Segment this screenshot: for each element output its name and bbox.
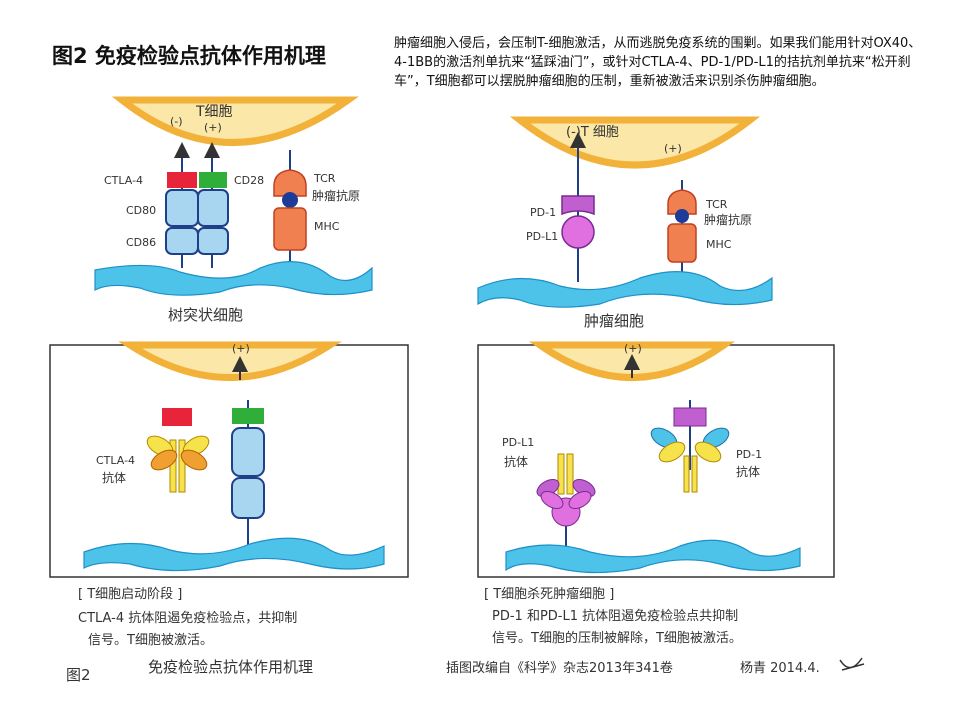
ctla4-receptor <box>167 172 197 188</box>
caption-left-line1: CTLA-4 抗体阻遏免疫检验点，共抑制 <box>78 610 297 626</box>
ctla4-label: CTLA-4 <box>104 174 143 187</box>
antibody-left-label: 抗体 <box>504 454 528 469</box>
mhc-label: MHC <box>314 220 340 233</box>
tumor-antigen-label: 肿瘤抗原 <box>704 212 752 227</box>
footer-figure-label: 图2 <box>66 666 91 684</box>
pdl1-ligand <box>561 215 595 249</box>
antibody-label: 抗体 <box>102 470 126 485</box>
tcr-receptor <box>667 189 697 215</box>
membrane <box>505 539 801 574</box>
footer-figure-title: 免疫检验点抗体作用机理 <box>148 658 313 676</box>
dendritic-cell-membrane <box>94 261 373 296</box>
cd86-label: CD86 <box>126 236 156 249</box>
antibody-right-label: 抗体 <box>736 464 760 479</box>
panel-ctla4-antibody: (+) CTLA-4 抗体 <box>49 341 409 578</box>
membrane <box>83 537 385 572</box>
cd80-ligand <box>231 427 265 477</box>
cd28-label: CD28 <box>234 174 264 187</box>
mhc-molecule <box>273 207 307 251</box>
tumor-antigen <box>282 192 298 208</box>
caption-left-line2: 信号。T细胞被激活。 <box>88 633 213 648</box>
cd80-ligand <box>165 189 199 227</box>
pd1-receptor <box>561 195 595 216</box>
t-cell-body <box>118 341 342 381</box>
cd80-ligand-right <box>197 189 229 227</box>
signature-flourish <box>839 657 865 671</box>
footer-source: 插图改编自《科学》杂志2013年341卷 <box>446 660 673 676</box>
plus-signal-label: (+) <box>204 121 222 134</box>
tumor-cell-label: 肿瘤细胞 <box>584 312 644 330</box>
panel-dendritic: T细胞 (-) (+) CTLA-4 CD28 CD80 CD86 TCR 肿瘤… <box>94 96 373 324</box>
pdl1-antibody-label: PD-L1 <box>502 436 534 449</box>
t-cell-body <box>509 116 761 169</box>
tcr-label: TCR <box>313 172 336 185</box>
page-title: 图2 免疫检验点抗体作用机理 <box>52 44 326 68</box>
cd28-receptor <box>232 408 264 424</box>
cd80-label: CD80 <box>126 204 156 217</box>
caption-right-line1: PD-1 和PD-L1 抗体阻遏免疫检验点共抑制 <box>492 608 738 624</box>
cd86-ligand <box>165 227 199 255</box>
tcr-label: TCR <box>705 198 728 211</box>
ctla4-antibody-label: CTLA-4 <box>96 454 135 467</box>
footer-signature: 杨青 2014.4. <box>740 661 820 676</box>
t-cell-body <box>111 96 359 146</box>
pdl1-antibody <box>536 453 596 510</box>
pd1-label: PD-1 <box>530 206 556 219</box>
t-cell-label: T细胞 <box>195 104 233 120</box>
ctla4-antibody <box>146 435 210 493</box>
tumor-cell-membrane <box>477 271 773 308</box>
intro-paragraph: 肿瘤细胞入侵后，会压制T-细胞激活，从而逃脱免疫系统的围剿。如果我们能用针对OX… <box>394 36 922 89</box>
cd86-ligand-right <box>197 227 229 255</box>
t-cell-label: (-)T 细胞 <box>566 125 619 140</box>
ctla4-receptor <box>162 408 192 426</box>
caption-right-line2: 信号。T细胞的压制被解除，T细胞被激活。 <box>492 630 742 646</box>
plus-signal-label: (+) <box>232 342 250 355</box>
mhc-label: MHC <box>706 238 732 251</box>
dendritic-cell-label: 树突状细胞 <box>168 306 243 324</box>
cd28-receptor <box>199 172 227 188</box>
pdl1-label: PD-L1 <box>526 230 558 243</box>
minus-signal-label: (-) <box>170 115 183 128</box>
caption-left-stage: [ T细胞启动阶段 ] <box>78 587 182 602</box>
tumor-antigen-label: 肿瘤抗原 <box>312 188 360 203</box>
panel-pd1-antibody: (+) PD-1 抗体 PD-L1 抗体 <box>477 341 835 578</box>
plus-signal-label: (+) <box>624 342 642 355</box>
mhc-molecule <box>667 223 697 263</box>
plus-signal-label: (+) <box>664 142 682 155</box>
cd86-ligand <box>231 477 265 519</box>
pd1-antibody <box>650 427 730 493</box>
pd1-receptor <box>673 407 707 427</box>
caption-right-stage: [ T细胞杀死肿瘤细胞 ] <box>484 586 614 602</box>
tcr-receptor <box>273 169 307 197</box>
panel-frame <box>477 344 835 578</box>
tumor-antigen <box>675 209 689 223</box>
pd1-antibody-label: PD-1 <box>736 448 762 461</box>
panel-tumor: (-)T 细胞 (+) PD-1 PD-L1 TCR 肿瘤抗原 MHC 肿瘤细胞 <box>477 116 773 330</box>
